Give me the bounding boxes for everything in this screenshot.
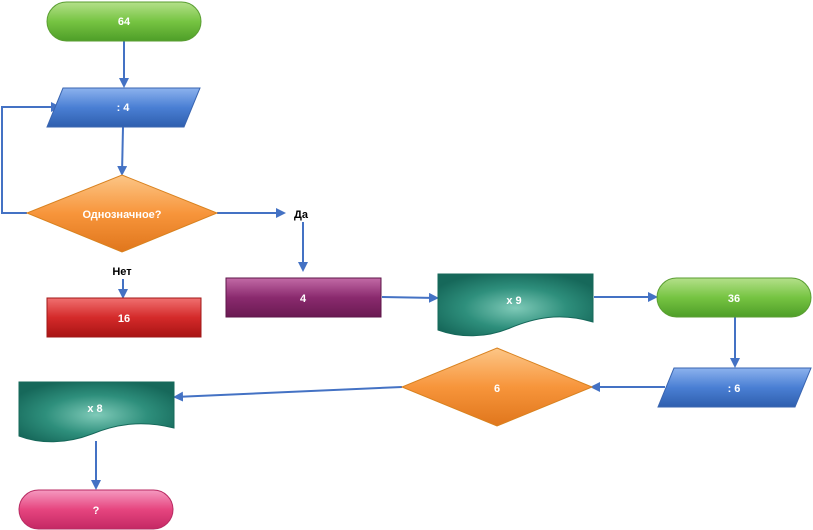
node-value36: 36: [656, 277, 812, 318]
edge-value4-to-times9: [381, 292, 439, 303]
node-divide4: : 4: [46, 87, 201, 128]
node-decision-label: Однозначное?: [82, 209, 161, 221]
node-value4-label: 4: [300, 293, 307, 305]
node-decision: Однозначное?: [25, 174, 219, 253]
edge-label-yes: Да: [294, 209, 309, 221]
node-value36-label: 36: [728, 293, 740, 305]
node-result16-label: 16: [118, 313, 130, 325]
node-divide6: : 6: [657, 367, 812, 408]
edge-value6-to-times8: [173, 386, 403, 402]
node-start-label: 64: [118, 16, 131, 28]
node-start: 64: [46, 1, 202, 42]
node-times9: x 9: [437, 273, 594, 337]
node-final-label: ?: [93, 505, 100, 517]
node-times9-label: x 9: [506, 295, 521, 307]
edge-decision-loop-back: [1, 102, 61, 214]
node-divide4-label: : 4: [117, 102, 131, 114]
node-value6-label: 6: [494, 383, 500, 395]
node-value6: 6: [400, 347, 594, 427]
node-result16: 16: [46, 297, 202, 338]
node-final: ?: [18, 489, 174, 530]
node-times8-label: x 8: [87, 403, 102, 415]
node-times8: x 8: [18, 381, 175, 443]
edge-label-no: Нет: [112, 266, 132, 278]
edge-divide4-to-decision: [117, 126, 128, 176]
node-divide6-label: : 6: [728, 383, 741, 395]
node-value4: 4: [225, 277, 382, 318]
